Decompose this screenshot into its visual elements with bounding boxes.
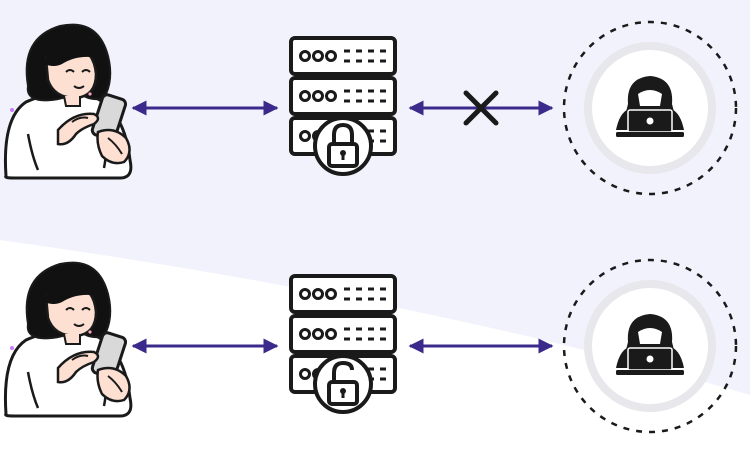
lock-open-icon	[313, 354, 373, 414]
server-rack-icon	[289, 274, 397, 414]
server-rack-icon	[289, 36, 397, 176]
connection-row	[3, 20, 738, 196]
background-band	[0, 0, 750, 395]
server-unit	[289, 274, 397, 314]
hacker-laptop-icon	[562, 20, 738, 196]
server-unit	[289, 76, 397, 116]
woman-with-phone-icon	[3, 23, 133, 180]
hacker-laptop-icon	[562, 258, 738, 434]
cross-icon	[463, 90, 499, 126]
server-unit	[289, 314, 397, 354]
woman-with-phone-icon	[3, 261, 133, 418]
dashed-ring	[562, 20, 738, 196]
connection-row	[3, 258, 738, 434]
dashed-ring	[562, 258, 738, 434]
lock-closed-icon	[313, 116, 373, 176]
server-unit	[289, 36, 397, 76]
